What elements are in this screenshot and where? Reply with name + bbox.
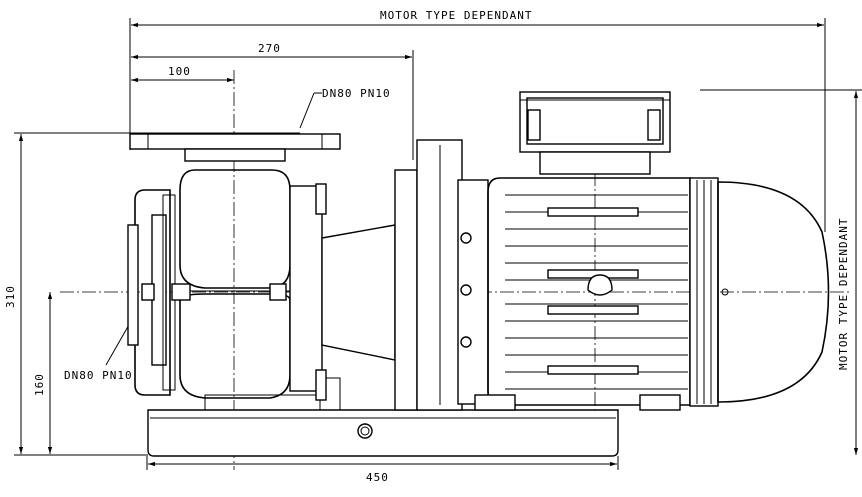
dimension-overall-length: MOTOR TYPE DEPENDANT [129,9,826,232]
outlet-flange-callout: DN80 PN10 [299,87,391,129]
outlet-flange [129,133,341,162]
overall-length-label: MOTOR TYPE DEPENDANT [380,9,532,22]
dimension-160: 160 [33,292,53,454]
inlet-flange-label: DN80 PN10 [64,369,133,382]
dimension-450: 450 [146,456,619,484]
dimension-overall-height: MOTOR TYPE DEPENDANT [700,89,862,455]
dim-160-label: 160 [33,373,46,396]
dim-310-label: 310 [4,285,17,308]
terminal-box [519,91,671,175]
overall-height-label: MOTOR TYPE DEPENDANT [837,218,850,370]
dimension-270: 270 [131,42,414,160]
outlet-flange-label: DN80 PN10 [322,87,391,100]
fan-cover [689,177,830,407]
inlet-flange-callout: DN80 PN10 [64,322,133,382]
dimension-310: 310 [4,132,300,456]
dimension-100: 100 [131,65,234,83]
base-plate [147,377,619,457]
dim-100-label: 100 [168,65,191,78]
dim-450-label: 450 [366,471,389,484]
pump-casing [127,169,328,401]
bearing-bracket [321,139,489,411]
dim-270-label: 270 [258,42,281,55]
motor-body [474,177,691,411]
